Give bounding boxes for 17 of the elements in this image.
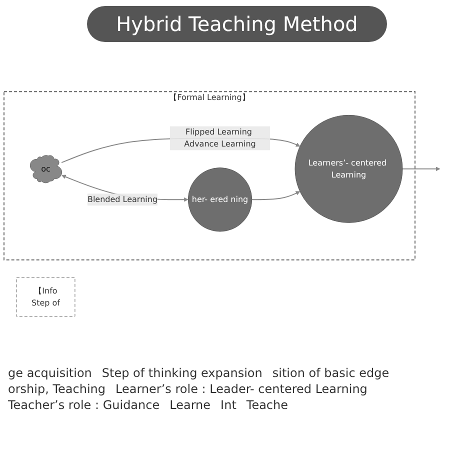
node-circle: her- ered ning (188, 167, 252, 232)
label-text: orship, Teaching (8, 382, 106, 396)
arrow (251, 191, 300, 200)
label-text: Learner’s role : Leader- centered Learning (116, 382, 368, 396)
label-text: ge acquisition (8, 366, 92, 380)
label-text: Teache (246, 398, 288, 412)
node-circle: Learners’- centered Learning (294, 114, 403, 223)
label-text: sition of basic edge (272, 366, 390, 380)
label-text: Learne (170, 398, 211, 412)
node-box: 【Info Step of (16, 277, 76, 317)
title: Hybrid Teaching Method (87, 6, 387, 42)
edge-label: Blended Learning (87, 194, 158, 204)
label-text: Step of thinking expansion (102, 366, 262, 380)
edge-label: Flipped Learning Advance Learning (184, 127, 256, 149)
arrow (402, 166, 440, 172)
label-text: Teacher’s role : Guidance (8, 398, 160, 412)
label-text: Int (220, 398, 236, 412)
